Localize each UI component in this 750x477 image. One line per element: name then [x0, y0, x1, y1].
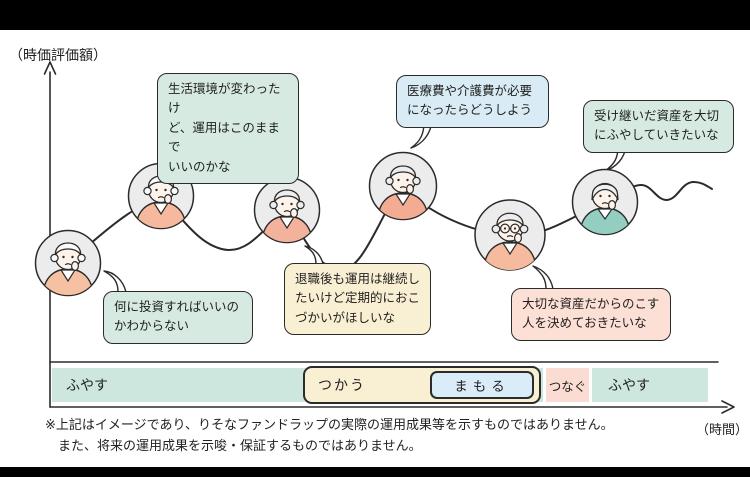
disclaimer-line-1: ※上記はイメージであり、りそなファンドラップの実際の運用成果等を示すものではあり… — [45, 417, 614, 432]
phase-label-protect: まもる — [454, 379, 510, 394]
phase-label-use: つかう — [318, 377, 366, 393]
speech-bubble-medical-costs: 医療費や介護費が必要 になったらどうしよう — [396, 75, 549, 128]
speech-bubble-after-retirement: 退職後も運用は継続し たいけど定期的におこ づかいがほしいな — [284, 263, 431, 336]
phase-segment-grow-right: ふやす — [592, 368, 708, 402]
person-4-older-woman-illustration — [368, 151, 438, 221]
speech-bubble-inherited-assets: 受け継いだ資産を大切 にふやしていきたいな — [583, 100, 734, 153]
bottom-letterbox-bar — [0, 467, 750, 477]
bubble-tail-legacy — [532, 265, 554, 290]
speech-bubble-leave-assets: 大切な資産だからのこす 人を決めておきたいな — [511, 288, 671, 341]
y-axis-label: （時価評価額） — [9, 47, 107, 63]
phase-segment-pass-on: つなぐ — [546, 368, 589, 402]
phase-label-grow-right: ふやす — [608, 377, 650, 393]
y-axis-arrowhead-icon — [43, 61, 57, 75]
phase-label-pass-on: つなぐ — [548, 379, 587, 394]
speech-bubble-life-change: 生活環境が変わったけ ど、運用はこのままで いいのかな — [157, 73, 299, 184]
bubble-tail-invest — [103, 270, 127, 293]
person-3-older-woman-illustration — [253, 176, 321, 244]
x-axis-arrowhead-icon — [721, 400, 735, 414]
person-5-grandmother-glasses-illustration — [474, 199, 546, 271]
speech-bubble-what-to-invest: 何に投資すればいいの かわからない — [103, 291, 253, 344]
disclaimer-line-2: また、将来の運用成果を示唆・保証するものではありません。 — [58, 438, 422, 454]
x-axis-label: （時間） — [696, 422, 749, 437]
phase-label-grow-left: ふやす — [66, 377, 108, 393]
person-1-young-woman-illustration — [34, 229, 102, 297]
disclaimer-text: ※上記はイメージであり、りそなファンドラップの実際の運用成果等を示すものではあり… — [45, 414, 614, 456]
person-6-man-teal-sweater-illustration — [571, 168, 639, 236]
bubble-tail-medical — [410, 121, 433, 149]
top-letterbox-bar — [0, 0, 750, 30]
phase-box-protect: まもる — [430, 371, 534, 399]
bubble-tail-retire — [304, 245, 324, 265]
